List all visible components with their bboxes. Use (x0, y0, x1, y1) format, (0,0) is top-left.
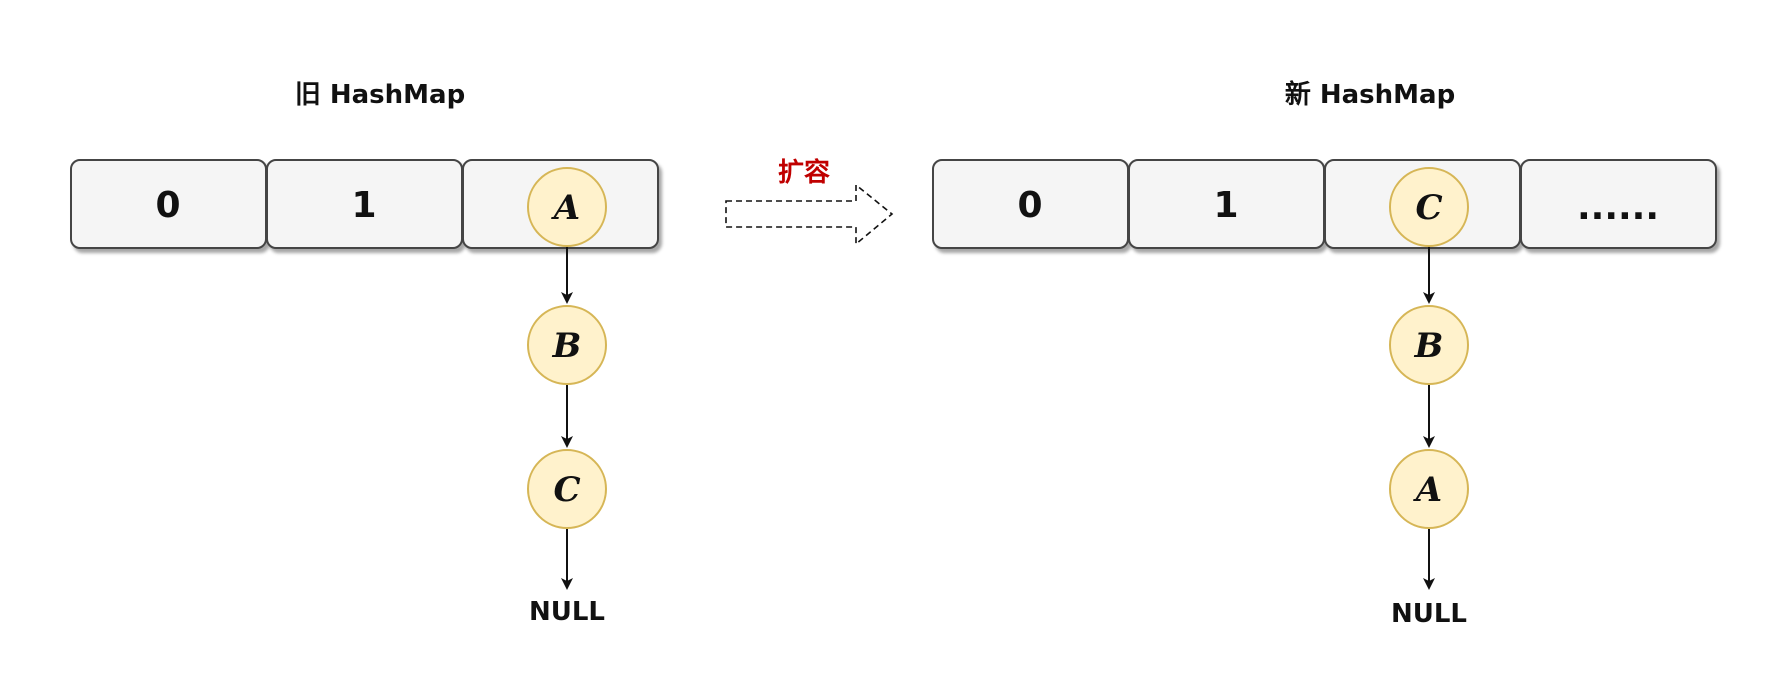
new-bucket-array: 0 1 ...... (932, 159, 1717, 249)
old-bucket-0-label: 0 (155, 185, 180, 226)
new-node-3: A (1389, 449, 1469, 529)
old-node-1: A (527, 167, 607, 247)
old-node-2: B (527, 305, 607, 385)
old-node-2-label: B (552, 326, 582, 366)
new-null-label: NULL (1391, 599, 1467, 629)
resize-arrow-icon (725, 183, 894, 246)
new-bucket-3-label: ...... (1577, 187, 1659, 228)
old-null-label: NULL (529, 597, 605, 627)
new-node-2: B (1389, 305, 1469, 385)
old-bucket-array: 0 1 (70, 159, 659, 249)
old-node-3-label: C (553, 470, 580, 510)
old-bucket-0: 0 (70, 159, 267, 249)
resize-indicator: 扩容 (725, 157, 894, 246)
new-node-1: C (1389, 167, 1469, 247)
old-bucket-1: 1 (266, 159, 463, 249)
new-bucket-0-label: 0 (1017, 185, 1042, 226)
old-hashmap-title: 旧 HashMap (295, 80, 465, 110)
old-bucket-1-label: 1 (351, 185, 376, 226)
old-node-1-label: A (551, 188, 580, 228)
old-chain: A B C NULL (527, 167, 607, 627)
old-node-3: C (527, 449, 607, 529)
new-bucket-1: 1 (1128, 159, 1325, 249)
new-bucket-1-label: 1 (1213, 185, 1238, 226)
new-hashmap: 新 HashMap 0 1 ...... (932, 79, 1717, 629)
new-chain: C B A NULL (1389, 167, 1469, 629)
old-hashmap: 旧 HashMap 0 1 A (70, 80, 659, 627)
new-node-1-label: C (1415, 188, 1442, 228)
new-bucket-3: ...... (1520, 159, 1717, 249)
new-node-2-label: B (1414, 326, 1444, 366)
resize-label: 扩容 (778, 157, 830, 188)
new-node-3-label: A (1413, 470, 1442, 510)
new-hashmap-title: 新 HashMap (1285, 79, 1455, 110)
new-bucket-0: 0 (932, 159, 1129, 249)
